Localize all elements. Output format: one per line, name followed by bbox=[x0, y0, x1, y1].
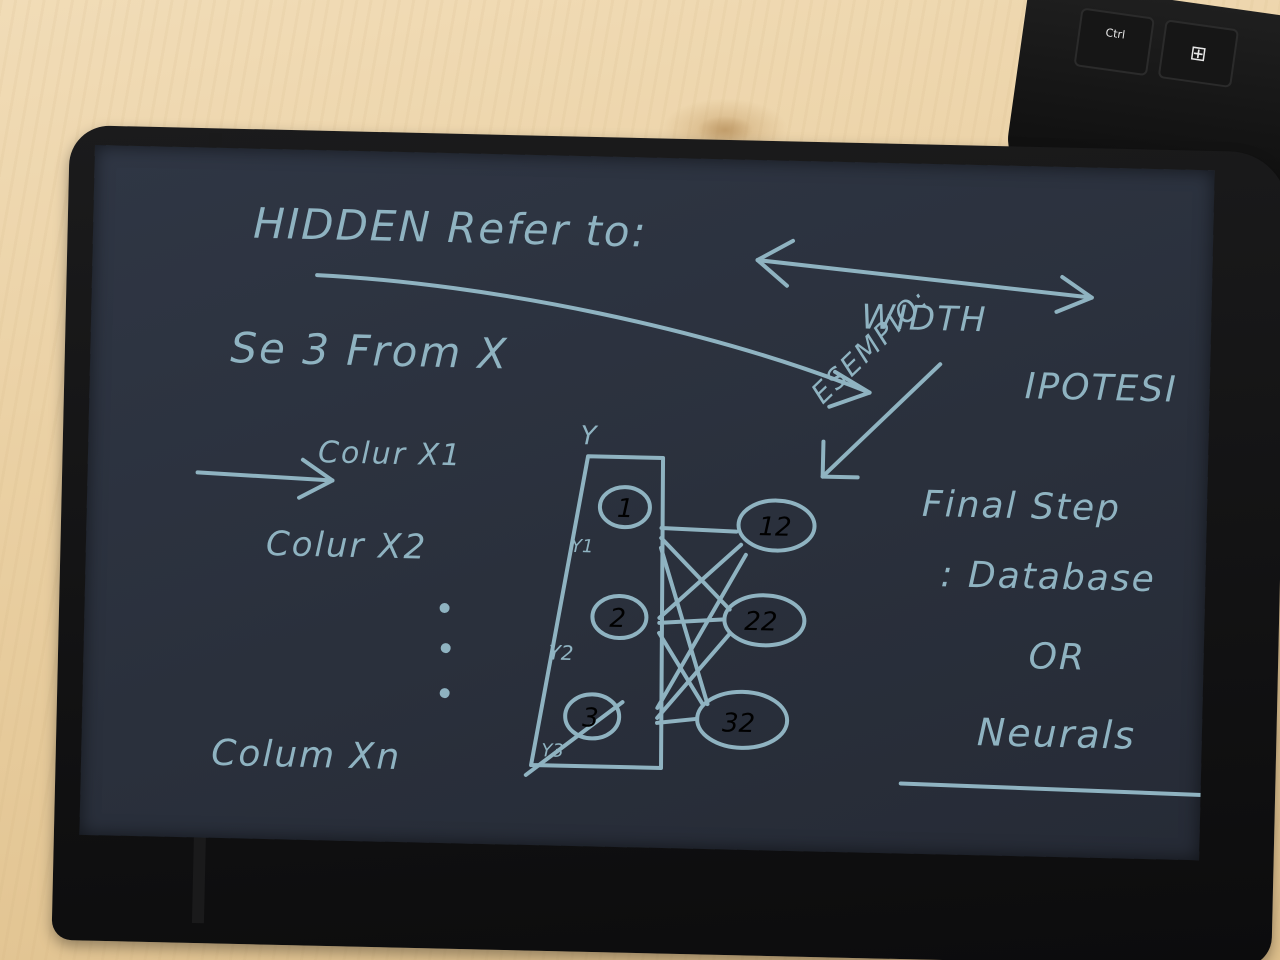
layer2-node-1 bbox=[736, 498, 817, 553]
layer1-box bbox=[529, 454, 666, 771]
curved-arrow bbox=[315, 273, 872, 395]
layer1-node-3-label: 3 bbox=[582, 703, 599, 733]
cross-stroke bbox=[523, 700, 625, 777]
connection-2-2 bbox=[657, 617, 727, 625]
layer2-node-3-label: 32 bbox=[722, 708, 756, 739]
heading-text: HIDDEN Refer to: bbox=[252, 198, 649, 257]
connection-3-3 bbox=[655, 716, 700, 725]
ipotesi-label: IPOTESI bbox=[1024, 366, 1179, 411]
double-arrow-left-head bbox=[755, 238, 796, 288]
input-column-1: Colur X1 bbox=[317, 435, 463, 474]
layer1-node-1-label: 1 bbox=[617, 494, 634, 524]
final-step-line-1: Final Step bbox=[921, 483, 1122, 530]
tablet-screen: 1 2 3 12 22 32 HIDDEN Refer to: WIDTH IP… bbox=[79, 145, 1215, 861]
final-step-line-2: : Database bbox=[940, 554, 1157, 601]
layer2-node-2-label: 22 bbox=[744, 607, 778, 638]
final-step-line-3: OR bbox=[1028, 636, 1087, 679]
connection-2-1 bbox=[657, 542, 744, 620]
layer1-node-2 bbox=[590, 594, 649, 641]
underline bbox=[898, 781, 1215, 798]
curved-arrow-head bbox=[827, 369, 872, 409]
input-column-2: Colur X2 bbox=[265, 523, 428, 568]
width-arrow-head bbox=[820, 439, 860, 480]
double-arrow-line bbox=[755, 258, 1094, 300]
layer1-node-1 bbox=[597, 485, 652, 530]
layer1-top-label: Y bbox=[580, 421, 599, 452]
ellipsis-dot-1 bbox=[439, 603, 450, 614]
selection-text: Se 3 From X bbox=[229, 323, 510, 379]
connection-1-1 bbox=[659, 525, 739, 534]
ellipsis-dot-2 bbox=[440, 643, 451, 654]
double-arrow-right-head bbox=[1054, 274, 1094, 314]
layer1-node-3 bbox=[563, 692, 622, 741]
layer1-weight-2: Y2 bbox=[548, 640, 574, 665]
layer2-node-1-label: 12 bbox=[758, 512, 792, 543]
input-column-n: Colum Xn bbox=[210, 732, 402, 779]
ctrl-key: Ctrl bbox=[1073, 7, 1155, 77]
input-arrow-head bbox=[297, 457, 335, 500]
connection-1-2 bbox=[659, 535, 732, 612]
layer1-weight-3: Y3 bbox=[541, 740, 565, 762]
windows-key: ⊞ bbox=[1157, 19, 1240, 89]
handwriting-strokes: 1 2 3 12 22 32 bbox=[195, 238, 1215, 798]
input-arrow-line bbox=[195, 470, 335, 483]
width-arrow-line bbox=[820, 362, 943, 479]
ellipsis-dot-3 bbox=[439, 688, 450, 699]
connection-3-2 bbox=[655, 632, 732, 720]
layer1-weight-1: Y1 bbox=[570, 535, 594, 558]
connection-3-1 bbox=[655, 552, 748, 710]
final-step-line-4: Neurals bbox=[976, 710, 1137, 758]
connection-1-3 bbox=[659, 545, 710, 707]
layer1-node-2-label: 2 bbox=[609, 604, 626, 634]
